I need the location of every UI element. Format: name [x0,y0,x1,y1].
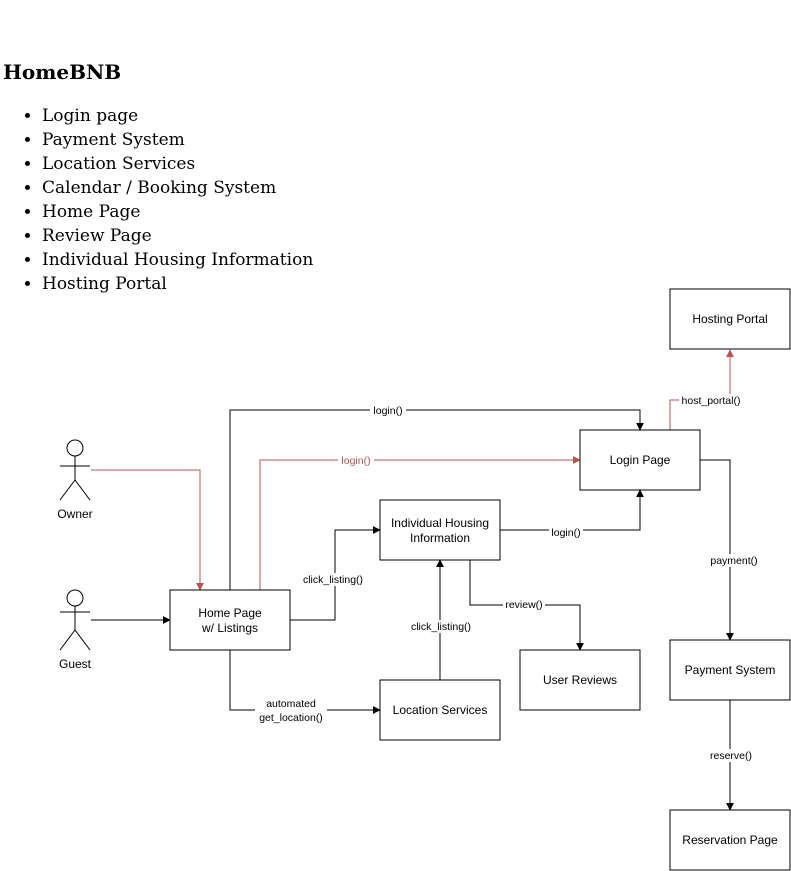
payment-system-box: Payment System [669,639,791,701]
feature-item: Payment System [42,128,313,152]
payment-system-label: Payment System [685,663,776,677]
get-location-label-line1: automated [266,698,316,710]
reserve-label: reserve() [710,750,752,762]
hosting-portal-box: Hosting Portal [669,288,791,350]
user-reviews-box: User Reviews [519,649,641,711]
feature-list: Login page Payment System Location Servi… [22,104,313,296]
payment-label: payment() [710,555,757,567]
feature-item: Home Page [42,200,313,224]
feature-item: Review Page [42,224,313,248]
login-page-label: Login Page [610,453,671,467]
owner-to-home-edge [91,469,204,591]
review-label: review() [505,599,542,611]
feature-item: Individual Housing Information [42,248,313,272]
user-reviews-label: User Reviews [543,673,617,687]
feature-item: Hosting Portal [42,272,313,296]
login-owner-edge [259,456,581,590]
guest-label: Guest [59,657,92,671]
individual-housing-label-line1: Individual Housing [391,516,489,530]
login-top-label: login() [373,405,402,417]
login-housing-edge [500,489,644,531]
login-page-box: Login Page [579,429,701,491]
click-listing-home-label: click_listing() [303,574,363,586]
host-portal-edge [669,349,734,430]
location-services-label: Location Services [393,703,488,717]
guest-actor-icon [59,589,91,651]
login-owner-label: login() [341,455,370,467]
reservation-page-label: Reservation Page [682,833,778,847]
feature-item: Calendar / Booking System [42,176,313,200]
owner-label: Owner [57,507,92,521]
individual-housing-box: Individual Housing Information [379,499,501,561]
home-page-label-line2: w/ Listings [201,621,258,635]
payment-edge [700,459,734,641]
reservation-page-box: Reservation Page [669,809,791,871]
hosting-portal-label: Hosting Portal [692,312,767,326]
click-listing-location-label: click_listing() [411,621,471,633]
login-housing-label: login() [551,527,580,539]
get-location-label-line2: get_location() [259,712,323,724]
location-services-box: Location Services [379,679,501,741]
home-page-box: Home Page w/ Listings [169,589,291,651]
feature-item: Login page [42,104,313,128]
page-title: HomeBNB [3,60,122,84]
feature-item: Location Services [42,152,313,176]
home-page-label-line1: Home Page [198,606,262,620]
owner-actor-icon [59,439,91,501]
individual-housing-label-line2: Information [410,531,470,545]
host-portal-label: host_portal() [682,395,741,407]
login-top-edge [229,409,644,590]
get-location-edge [229,650,381,714]
